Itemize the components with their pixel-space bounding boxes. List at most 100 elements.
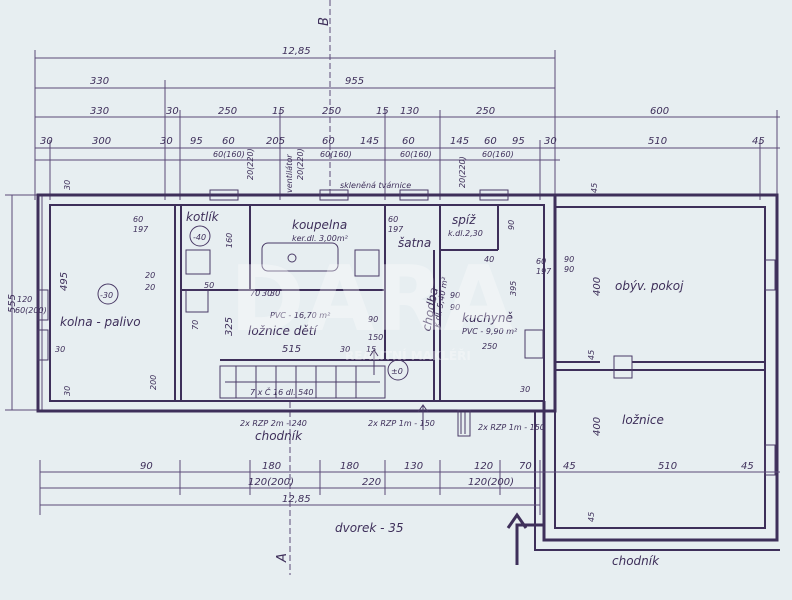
dim-bottom-90: 90 bbox=[140, 461, 153, 472]
dim-opening-2: 20(220) bbox=[246, 148, 255, 180]
chodnik-right-label: chodník bbox=[612, 554, 660, 568]
room-koupelna-sub: ker.dl. 3,00m² bbox=[292, 234, 349, 243]
direction-arrows bbox=[369, 349, 545, 565]
room-spiz: spíž bbox=[452, 213, 476, 227]
dim-330-a: 330 bbox=[90, 76, 109, 87]
dim-row3-250: 250 bbox=[218, 106, 237, 117]
dim-bottom2-220: 220 bbox=[362, 477, 381, 488]
room-kolna: kolna - palivo bbox=[60, 315, 141, 329]
dim-row3-330: 330 bbox=[90, 106, 109, 117]
room-loznice-deti: ložnice dětí bbox=[248, 324, 318, 338]
dim-955: 955 bbox=[345, 76, 364, 87]
dim-row3-130: 130 bbox=[400, 106, 419, 117]
dim-bottom-510: 510 bbox=[658, 461, 677, 472]
dim-row3-15b: 15 bbox=[376, 106, 389, 117]
room-kuchyne-sub: PVC - 9,90 m² bbox=[462, 327, 518, 336]
dim-bottom-120: 120 bbox=[474, 461, 493, 472]
dvorek-label: dvorek - 35 bbox=[335, 521, 404, 535]
dim-inner-70b: 70 bbox=[191, 320, 200, 330]
dim-opening-3: 20(220) bbox=[296, 148, 305, 180]
dim-row4-60b: 60 bbox=[322, 136, 335, 147]
dim-bottom-180a: 180 bbox=[262, 461, 281, 472]
top-dimension-lines bbox=[34, 50, 780, 200]
room-obyv: obýv. pokoj bbox=[615, 279, 684, 293]
room-loznice: ložnice bbox=[622, 413, 664, 427]
dim-row3-15: 15 bbox=[272, 106, 285, 117]
dim-row4-45: 45 bbox=[752, 136, 765, 147]
window-label-2: 2x RZP 1m - 150 bbox=[368, 419, 435, 428]
dim-inner-60c: 60 bbox=[536, 257, 546, 266]
dim-inner-50: 50 bbox=[204, 281, 214, 290]
dim-row4-95b: 95 bbox=[512, 136, 525, 147]
dim-inner-30c: 30 bbox=[270, 289, 280, 298]
dim-row3-250c: 250 bbox=[476, 106, 495, 117]
dim-right-400b: 400 bbox=[592, 417, 603, 436]
dim-inner-30d: 30 bbox=[340, 345, 350, 354]
dim-row4-60c: 60 bbox=[402, 136, 415, 147]
room-spiz-sub: k.dl.2,30 bbox=[448, 229, 483, 238]
room-satna: šatna bbox=[398, 236, 431, 250]
watermark-brand: DARA bbox=[230, 247, 514, 352]
dim-inner-20b: 20 bbox=[145, 283, 155, 292]
window-marks bbox=[37, 189, 776, 476]
dim-bottom-180b: 180 bbox=[340, 461, 359, 472]
room-loznice-deti-sub: PVC - 16,70 m² bbox=[270, 311, 331, 320]
fixtures bbox=[97, 225, 544, 437]
dim-inner-325: 325 bbox=[224, 317, 235, 336]
dim-bottom-45b: 45 bbox=[741, 461, 754, 472]
bottom-dimension-lines bbox=[39, 460, 780, 515]
dim-row4-145b: 145 bbox=[450, 136, 469, 147]
level-kotlik: -40 bbox=[193, 233, 206, 242]
dim-inner-90b: 90 bbox=[507, 220, 516, 230]
dim-opening-1: 60(160) bbox=[213, 150, 245, 159]
dim-left-60: 60(200) bbox=[15, 306, 47, 315]
dim-row3-600: 600 bbox=[650, 106, 669, 117]
dim-inner-197c: 197 bbox=[536, 267, 552, 276]
dim-left-555: 555 bbox=[7, 294, 18, 313]
inner-dimensions: 60 197 20 20 50 325 515 200 30 70 30 30 … bbox=[55, 215, 552, 394]
dim-right-top-45: 45 bbox=[590, 183, 599, 193]
dim-row4-30a: 30 bbox=[40, 136, 53, 147]
chodnik-label: chodník bbox=[255, 429, 303, 443]
dim-row4-145a: 145 bbox=[360, 136, 379, 147]
dim-inner-160: 160 bbox=[225, 233, 234, 248]
dim-top-total: 12,85 bbox=[282, 46, 311, 57]
dim-opening-6: 20(220) bbox=[458, 156, 467, 188]
window-label-3: 2x RZP 1m - 150 bbox=[478, 423, 545, 432]
dim-bottom2-120a: 120(200) bbox=[248, 477, 294, 488]
dim-opening-4: 60(160) bbox=[320, 150, 352, 159]
dim-bottom-total: 12,85 bbox=[282, 494, 311, 505]
dim-bottom-130: 130 bbox=[404, 461, 423, 472]
dim-inner-30a: 30 bbox=[55, 345, 65, 354]
dim-right-90a: 90 bbox=[564, 255, 574, 264]
level-chodba: ±0 bbox=[391, 367, 403, 376]
stairs-label: 7 x Č 16 dl. 540 bbox=[250, 386, 313, 397]
dim-row4-30b: 30 bbox=[160, 136, 173, 147]
dim-bottom2-120b: 120(200) bbox=[468, 477, 514, 488]
dim-inner-250: 250 bbox=[482, 342, 497, 351]
window-label-1: 2x RZP 2m - 240 bbox=[240, 419, 307, 428]
dim-row4-510: 510 bbox=[648, 136, 667, 147]
dim-row4-60d: 60 bbox=[484, 136, 497, 147]
dim-left-120: 120 bbox=[17, 295, 32, 304]
dim-opening-5: 60(160) bbox=[400, 150, 432, 159]
glass-block-label: skleněná tvárnice bbox=[340, 180, 411, 190]
section-a-label: A bbox=[275, 553, 290, 563]
dim-inner-90c: 90 bbox=[450, 291, 460, 300]
dim-row4-300: 300 bbox=[92, 136, 111, 147]
dim-bottom-70: 70 bbox=[519, 461, 532, 472]
dim-left-30b: 30 bbox=[63, 386, 72, 396]
section-b-label: B bbox=[317, 17, 332, 26]
room-koupelna: koupelna bbox=[292, 218, 347, 232]
dim-inner-20a: 20 bbox=[145, 271, 155, 280]
dim-inner-395: 395 bbox=[509, 281, 518, 296]
dim-row4-30c: 30 bbox=[544, 136, 557, 147]
dim-left-495: 495 bbox=[59, 272, 70, 291]
dim-right-45a: 45 bbox=[587, 350, 596, 360]
outer-walls bbox=[36, 193, 780, 551]
dim-inner-90d: 90 bbox=[450, 303, 460, 312]
level-kolna: -30 bbox=[100, 291, 113, 300]
dim-row4-205: 205 bbox=[266, 136, 285, 147]
dim-inner-60b: 60 bbox=[388, 215, 398, 224]
dim-inner-150: 150 bbox=[368, 333, 383, 342]
